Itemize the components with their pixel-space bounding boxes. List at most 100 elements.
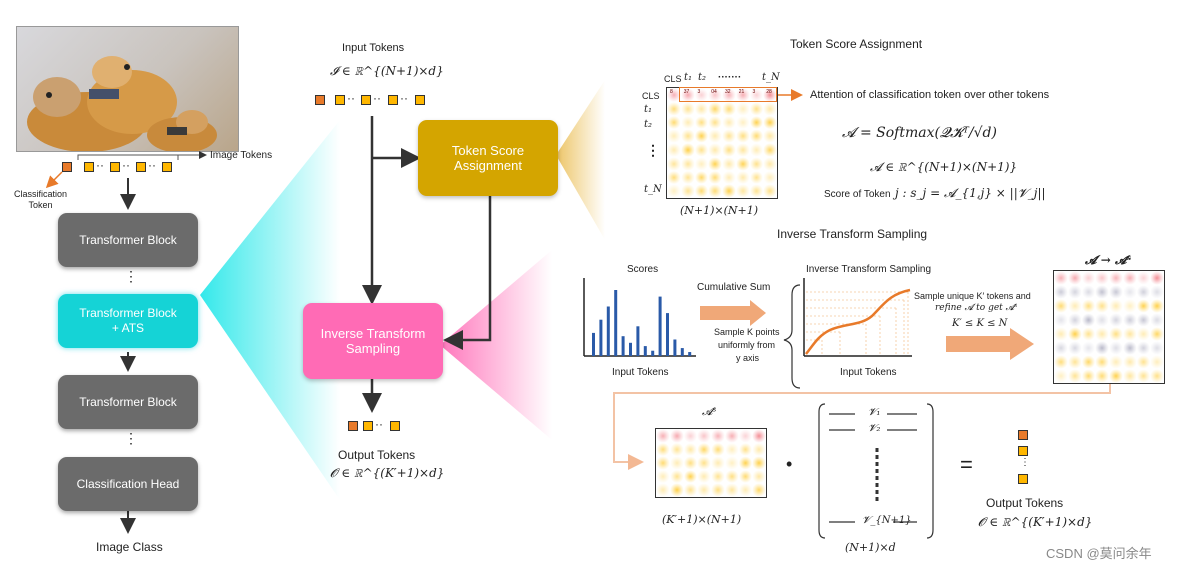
heatmap-cell (763, 88, 777, 102)
heatmap-cell (1067, 341, 1082, 355)
v2-label: 𝓥₂ (868, 423, 881, 434)
matrix-side-label-t2: t₂ (644, 119, 653, 130)
heatmap-cell (735, 184, 750, 198)
heatmap-cell (722, 115, 736, 130)
matrix-side-label-cls: CLS (642, 91, 660, 101)
heatmap-cell (735, 143, 750, 157)
heatmap-cell (1122, 285, 1137, 299)
heatmap-cell (1136, 341, 1151, 355)
heatmap-cell (1081, 327, 1096, 341)
result-output-tokens-label: Output Tokens (986, 496, 1064, 510)
output-cls-token (348, 421, 358, 431)
heatmap-cell (722, 143, 736, 157)
heatmap-cell (752, 429, 766, 443)
heatmap-cell (708, 184, 722, 198)
heatmap-cell (1136, 299, 1151, 313)
heatmap-cell (752, 442, 766, 457)
heatmap-cell (656, 483, 670, 497)
matrix-top-label-t1: t₁ (684, 72, 693, 83)
heatmap-cell (697, 469, 711, 484)
heatmap-cell (667, 88, 681, 102)
heatmap-cell (749, 170, 764, 185)
image-token (84, 162, 94, 172)
heatmap-cell (749, 156, 764, 171)
heatmap-cell (683, 456, 698, 470)
heatmap-cell (680, 88, 695, 102)
dog-illustration (27, 56, 217, 151)
heatmap-cell (1109, 355, 1123, 369)
heatmap-cell (724, 483, 739, 497)
score-bar (673, 339, 677, 356)
heatmap-cell (708, 129, 722, 143)
input-token (415, 95, 425, 105)
heatmap-cell (683, 429, 698, 443)
cls-row-highlight (679, 87, 777, 102)
heatmap-cell (694, 88, 709, 102)
heatmap-cell (1054, 285, 1068, 299)
heatmap-cell (1054, 299, 1068, 313)
heatmap-cell (752, 483, 766, 497)
heatmap-cell (724, 469, 739, 484)
heatmap-cell (1081, 271, 1096, 285)
heatmap-cell (1109, 285, 1123, 299)
dog-photo (16, 26, 239, 152)
heatmap-cell (1122, 327, 1137, 341)
heatmap-cell (763, 101, 777, 116)
heatmap-cell (1136, 369, 1151, 383)
heatmap-cell (1095, 369, 1109, 383)
heatmap-cell (711, 456, 725, 470)
input-token (335, 95, 345, 105)
input-tokens-label: Input Tokens (342, 42, 405, 54)
score-bar (636, 326, 640, 356)
attention-matrix-caption: (N+1)×(N+1) (680, 204, 759, 217)
image-token (110, 162, 120, 172)
heatmap-cell (683, 469, 698, 484)
value-matrix (818, 403, 934, 539)
matrix-side-label-t1: t₁ (644, 104, 653, 115)
heatmap-cell (1122, 271, 1137, 285)
heatmap-cell (656, 442, 670, 457)
score-bar (606, 306, 610, 356)
heatmap-cell (738, 442, 753, 457)
heatmap-cell (735, 129, 750, 143)
a-to-as-matrix (1053, 270, 1165, 384)
heatmap-cell (683, 483, 698, 497)
result-token (1018, 474, 1028, 484)
heatmap-cell (694, 143, 709, 157)
heatmap-cell (1109, 327, 1123, 341)
token-dots: ·· (400, 91, 408, 105)
output-token (390, 421, 400, 431)
cls-attention-value: 3 (752, 89, 756, 95)
heatmap-cell (708, 115, 722, 130)
heatmap-cell (1067, 313, 1082, 327)
heatmap-cell (1067, 271, 1082, 285)
heatmap-cell (735, 115, 750, 130)
score-bar (658, 296, 662, 356)
heatmap-cell (680, 170, 695, 185)
heatmap-cell (722, 184, 736, 198)
heatmap-cell (667, 143, 681, 157)
heatmap-cell (1136, 271, 1151, 285)
heatmap-cell (763, 143, 777, 157)
heatmap-cell (749, 129, 764, 143)
cls-attention-value: 8 (670, 89, 673, 95)
inverse-transform-title: Inverse Transform Sampling (777, 227, 928, 241)
heatmap-cell (694, 129, 709, 143)
its-plot-title: Inverse Transform Sampling (806, 264, 932, 275)
heatmap-cell (735, 156, 750, 171)
heatmap-cell (667, 129, 681, 143)
heatmap-cell (1109, 369, 1123, 383)
heatmap-cell (749, 184, 764, 198)
vertical-ellipsis: ⋮ (124, 430, 138, 446)
heatmap-cell (738, 483, 753, 497)
output-formula: 𝓞 ∈ ℝ^{(K′+1)×d} (330, 466, 445, 480)
heatmap-cell (722, 156, 736, 171)
heatmap-cell (1109, 313, 1123, 327)
heatmap-cell (667, 184, 681, 198)
output-token (363, 421, 373, 431)
heatmap-cell (1109, 271, 1123, 285)
heatmap-cell (763, 115, 777, 130)
heatmap-cell (697, 429, 711, 443)
